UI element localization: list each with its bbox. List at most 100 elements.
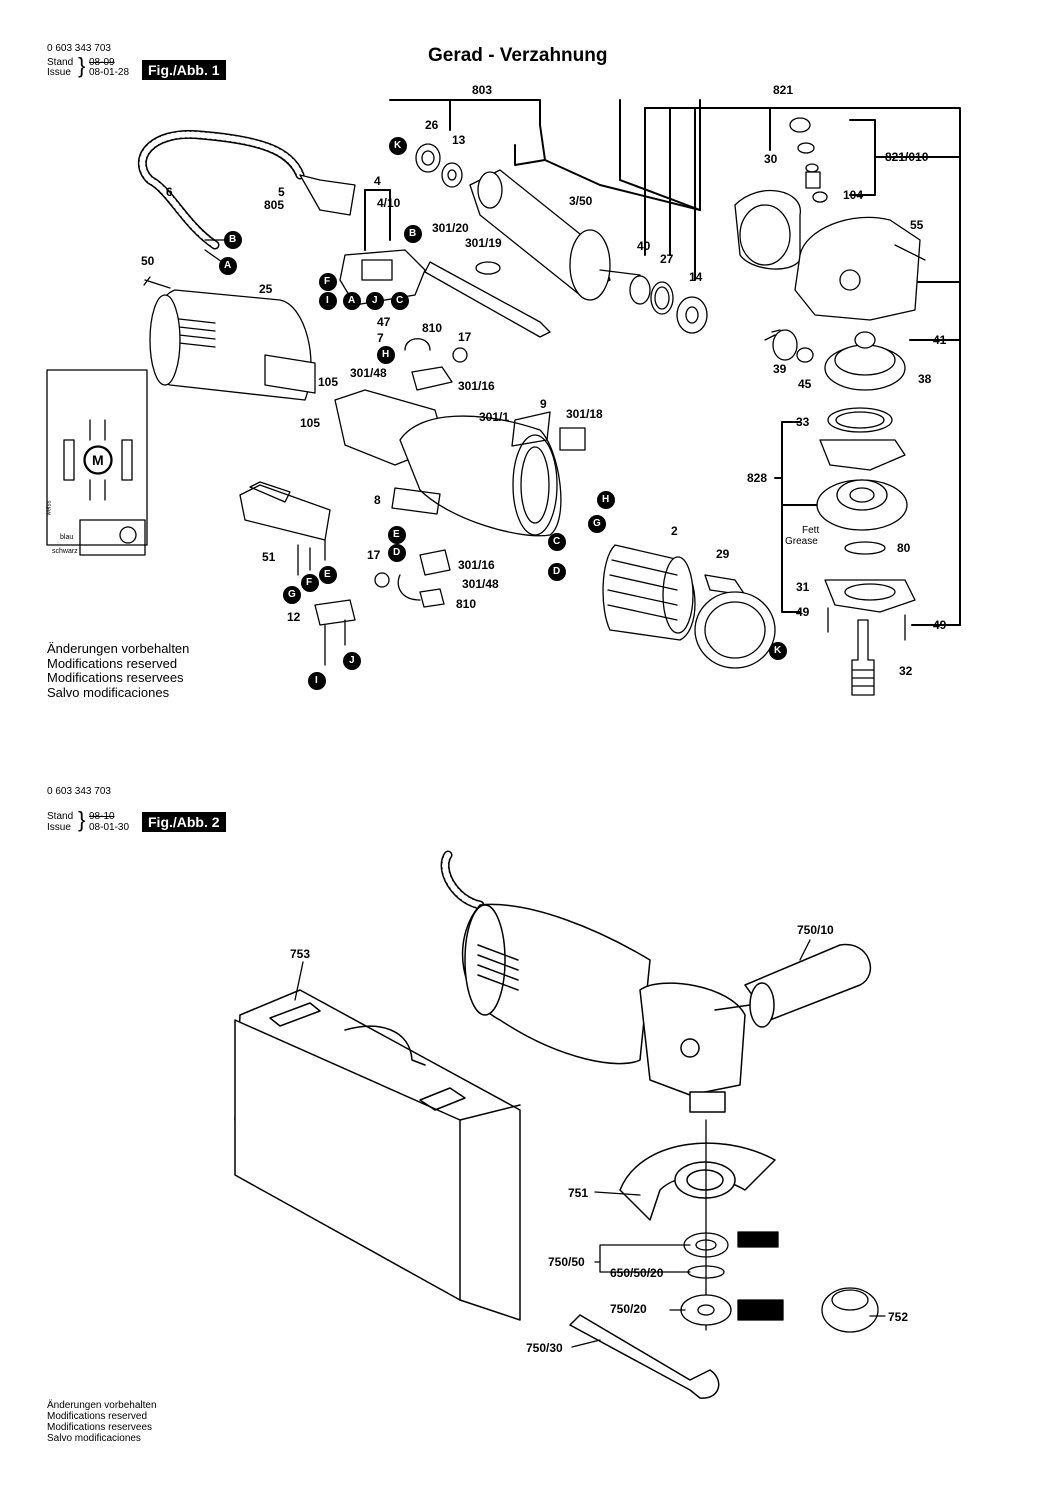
label-grease: Grease: [785, 536, 818, 547]
marker-I1: [319, 292, 337, 310]
wire-label-schwarz: schwarz: [52, 548, 78, 555]
label-14: 14: [689, 270, 703, 284]
figure-badge: Fig./Abb. 1: [142, 60, 226, 80]
label-17-upper: 17: [458, 330, 472, 344]
gear-housing: [794, 216, 921, 321]
switch-housing-301-1: [334, 389, 562, 537]
armature: [469, 169, 641, 301]
label-41: 41: [933, 333, 947, 347]
note-line-2: Modifications reserved: [47, 656, 178, 671]
marker-B1: [224, 231, 242, 249]
screw-55: [894, 244, 926, 261]
marker-J2: [343, 652, 361, 670]
label-301-16-lower: 301/16: [458, 558, 495, 572]
module-51: [239, 481, 331, 576]
label-4: 4: [374, 174, 381, 188]
page-title: Gerad - Verzahnung: [428, 45, 608, 66]
marker-D2: [388, 544, 406, 562]
ring-27: [650, 281, 674, 315]
label-plate: [391, 411, 551, 515]
case-753: [234, 989, 521, 1321]
quick-nut-752: [821, 1287, 879, 1333]
label-38: 38: [918, 372, 932, 386]
label-750-10: 750/10: [797, 923, 834, 937]
bearing-13: [441, 162, 463, 188]
label-13: 13: [452, 133, 466, 147]
marker-B2: [404, 225, 422, 243]
marker-G2: [283, 586, 301, 604]
marker-K1-text: K: [394, 140, 402, 151]
marker-A1-text: A: [224, 260, 232, 271]
label-5: 5: [278, 185, 285, 199]
wire-label-blau: blau: [60, 534, 74, 541]
ring-33: [827, 407, 893, 433]
note-line-4: Salvo modificaciones: [47, 685, 170, 700]
stand-label-fig2: Stand: [47, 811, 74, 822]
wrench-750-30: [569, 1314, 720, 1399]
cover-30: [734, 189, 801, 270]
note2-line-4: Salvo modificaciones: [47, 1433, 141, 1444]
label-7: 7: [377, 331, 384, 345]
marker-C2-text: C: [553, 536, 561, 547]
washer-80: [844, 541, 886, 555]
note-line-3: Modifications reservees: [47, 670, 184, 685]
marker-C1-text: C: [396, 295, 404, 306]
marker-G1-text: G: [593, 518, 601, 529]
note2-line-3: Modifications reservees: [47, 1422, 153, 1433]
connection-markers: [219, 137, 787, 690]
rail-301-20: [424, 261, 551, 338]
marker-J2-text: J: [349, 655, 355, 666]
label-803: 803: [472, 83, 493, 97]
stator-2: [602, 544, 696, 641]
nut-750-20: [680, 1294, 732, 1326]
marker-J1: [366, 292, 384, 310]
label-821-010: 821/010: [885, 150, 929, 164]
label-104: 104: [843, 188, 864, 202]
marker-H2: [597, 491, 615, 509]
marker-E1-text: E: [393, 529, 400, 540]
guard-751: [619, 1142, 776, 1221]
marker-B1-text: B: [229, 234, 237, 245]
bearing-14: [676, 296, 708, 334]
label-821: 821: [773, 83, 794, 97]
stand-label: Stand: [47, 57, 74, 68]
label-17-lower: 17: [367, 548, 381, 562]
screw-50: [143, 276, 171, 289]
marker-A1: [219, 257, 237, 275]
bevel-gear-38: [824, 331, 906, 391]
label-650-50-20: 650/50/20: [610, 1266, 664, 1280]
part-number: 0 603 343 703: [47, 43, 111, 54]
issue-date-fig2: 08-01-30: [89, 822, 130, 833]
bracket-4: [364, 189, 391, 251]
marker-D1-text: D: [553, 566, 561, 577]
marker-K2-text: K: [774, 645, 782, 656]
profile-insets: [737, 1231, 784, 1321]
side-handle-750-10: [714, 943, 871, 1028]
label-49-right: 49: [933, 618, 947, 632]
marker-I1-text: I: [326, 295, 329, 306]
leaders-fig2: [294, 939, 886, 1348]
label-45: 45: [798, 377, 812, 391]
stand-date: 08-09: [89, 57, 115, 68]
marker-H1-text: H: [382, 349, 390, 360]
note2-line-1: Änderungen vorbehalten: [47, 1400, 157, 1411]
label-47: 47: [377, 315, 391, 329]
cover-301-18: [559, 427, 586, 451]
label-39: 39: [773, 362, 787, 376]
marker-D2-text: D: [393, 547, 401, 558]
label-29: 29: [716, 547, 730, 561]
label-4-10: 4/10: [377, 196, 401, 210]
bearing-flange-828: [816, 479, 908, 531]
marker-F2: [301, 574, 319, 592]
label-805: 805: [264, 198, 285, 212]
label-2: 2: [671, 524, 678, 538]
label-12: 12: [287, 610, 301, 624]
marker-I2: [308, 672, 326, 690]
marker-H2-text: H: [602, 494, 610, 505]
bracket-821: [644, 107, 961, 626]
label-32: 32: [899, 664, 913, 678]
label-810-upper: 810: [422, 321, 443, 335]
brace-fig2: }: [78, 807, 86, 832]
label-26: 26: [425, 118, 439, 132]
